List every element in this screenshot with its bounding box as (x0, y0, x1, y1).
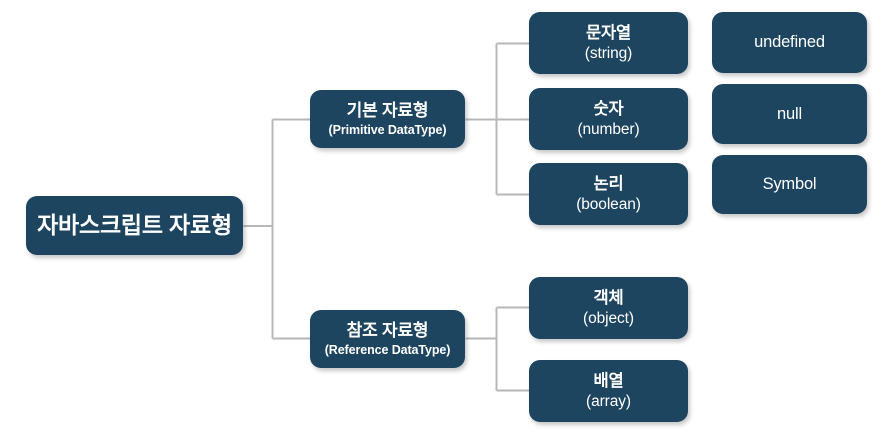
node-extra-null[interactable]: null (712, 84, 867, 144)
node-leaf-object-label-ko: 객체 (593, 289, 624, 308)
node-leaf-object[interactable]: 객체 (object) (529, 277, 688, 339)
node-branch-primitive-label-ko: 기본 자료형 (346, 100, 429, 120)
node-leaf-array[interactable]: 배열 (array) (529, 360, 688, 422)
node-leaf-number-label-en: (number) (577, 120, 640, 138)
node-extra-undefined[interactable]: undefined (712, 12, 867, 73)
node-leaf-object-label-en: (object) (583, 309, 634, 327)
node-branch-reference-label-en: (Reference DataType) (324, 343, 451, 358)
node-extra-null-label: null (777, 104, 802, 123)
node-leaf-boolean[interactable]: 논리 (boolean) (529, 163, 688, 225)
node-root-javascript-datatype[interactable]: 자바스크립트 자료형 (26, 196, 243, 255)
node-leaf-array-label-ko: 배열 (593, 372, 624, 391)
node-branch-reference-datatype[interactable]: 참조 자료형 (Reference DataType) (310, 310, 465, 368)
node-leaf-string-label-ko: 문자열 (586, 24, 631, 43)
node-extra-undefined-label: undefined (754, 33, 825, 52)
node-leaf-string[interactable]: 문자열 (string) (529, 12, 688, 74)
node-extra-symbol-label: Symbol (762, 175, 817, 194)
node-leaf-number[interactable]: 숫자 (number) (529, 88, 688, 150)
node-extra-symbol[interactable]: Symbol (712, 155, 867, 214)
node-leaf-string-label-en: (string) (584, 44, 633, 62)
node-root-label-ko: 자바스크립트 자료형 (37, 211, 232, 238)
node-leaf-array-label-en: (array) (586, 392, 631, 410)
node-leaf-boolean-label-ko: 논리 (593, 175, 624, 194)
node-branch-reference-label-ko: 참조 자료형 (346, 320, 429, 340)
node-branch-primitive-label-en: (Primitive DataType) (328, 123, 447, 138)
node-branch-primitive-datatype[interactable]: 기본 자료형 (Primitive DataType) (310, 90, 465, 148)
node-leaf-number-label-ko: 숫자 (593, 100, 624, 119)
node-leaf-boolean-label-en: (boolean) (576, 195, 641, 213)
